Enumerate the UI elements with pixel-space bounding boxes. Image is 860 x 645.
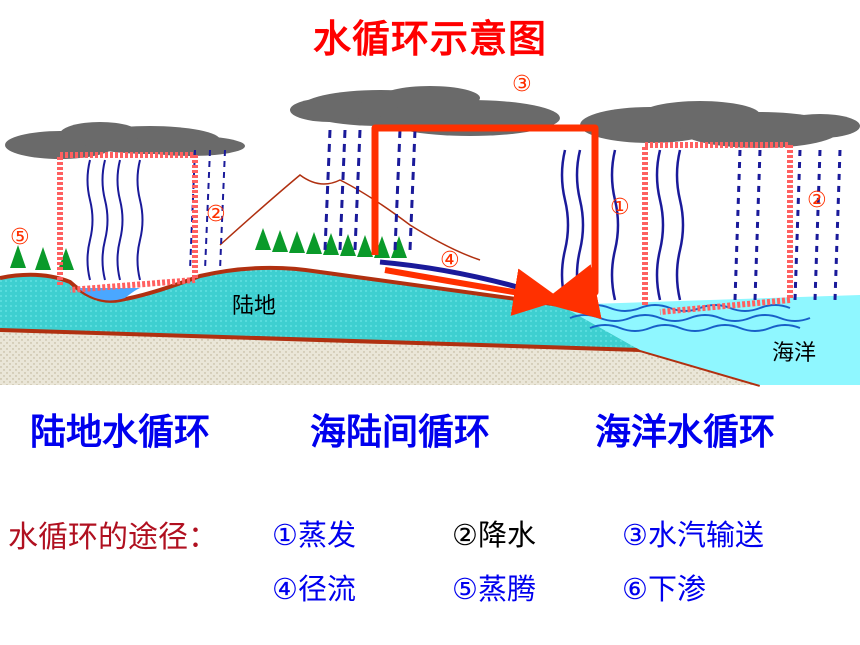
sand-layer — [0, 330, 760, 385]
legend-heading: 水循环的途径： — [8, 520, 218, 555]
vapor-right — [560, 149, 685, 301]
cycle-land: 陆地水循环 — [30, 412, 211, 453]
land-surface — [0, 267, 640, 350]
step-vapor-transport: ③水汽输送 — [622, 518, 764, 552]
diagram-title: 水循环示意图 — [312, 17, 547, 61]
vapor-left — [86, 159, 144, 281]
rain-middle — [323, 129, 417, 251]
label-num1-left: ① — [610, 195, 630, 220]
label-num2-right: ② — [807, 188, 827, 213]
label-num2-left: ② — [206, 202, 226, 227]
step-infiltration: ⑥下渗 — [622, 572, 706, 606]
step-runoff: ④径流 — [272, 572, 356, 606]
runoff-arrow — [384, 267, 562, 316]
label-land: 陆地 — [232, 294, 277, 319]
ocean-loop — [642, 142, 793, 315]
step-evaporation: ①蒸发 — [272, 518, 356, 552]
sea-land-loop — [371, 124, 602, 320]
mountain — [219, 174, 481, 261]
label-ocean: 海洋 — [772, 341, 817, 366]
cloud-right — [580, 101, 860, 148]
water-cycle-illustration — [0, 86, 860, 387]
cycle-ocean: 海洋水循环 — [595, 412, 776, 453]
ocean — [560, 295, 860, 385]
step-transpiration: ⑤蒸腾 — [452, 572, 536, 606]
trees-middle — [255, 228, 407, 258]
label-num5: ⑤ — [10, 225, 30, 250]
label-num3: ③ — [512, 72, 532, 97]
land-boundary — [0, 265, 561, 307]
label-num4: ④ — [440, 248, 460, 273]
land-loop — [57, 152, 198, 293]
cycle-sea-land: 海陆间循环 — [310, 412, 491, 453]
step-precipitation: ②降水 — [452, 518, 536, 552]
rain-right — [733, 149, 842, 301]
